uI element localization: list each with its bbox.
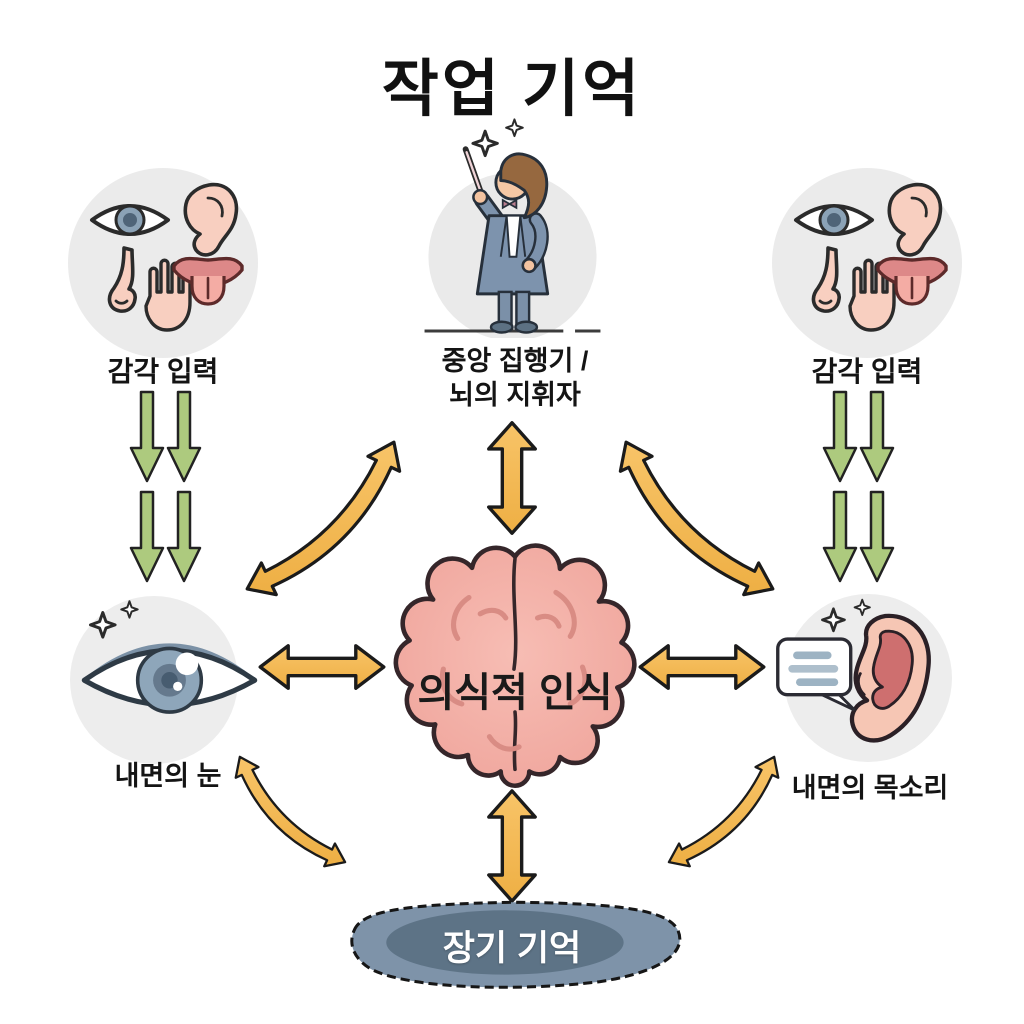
conductor-icon [405,110,620,338]
inner-voice-icon [772,598,940,753]
ear-icon [887,182,943,257]
brain-icon [382,536,648,792]
arrow-inner-voice-brain [636,639,768,695]
tongue-icon [172,256,244,306]
eye-icon [794,204,874,236]
ear-big [849,613,931,743]
inner-voice-label: 내면의 목소리 [791,773,949,803]
speech-bubble-icon [776,637,856,712]
green-arrow-right-4 [858,490,896,584]
green-arrow-left-1 [128,390,166,484]
arrow-inner-voice-ltm [658,728,790,896]
green-arrow-right-2 [858,390,896,484]
sensory-input-right-node [772,168,962,358]
ear-icon [183,182,239,257]
sensory-input-left-label: 감각 입력 [107,356,219,387]
nose-icon [107,246,137,313]
conscious-awareness-label: 의식적 인식 [417,671,613,715]
long-term-memory-node [336,896,688,992]
arrow-inner-eye-brain [256,639,388,695]
page-title: 작업 기억 [381,55,643,124]
inner-eye-label: 내면의 눈 [114,761,222,791]
sensory-input-left-node [68,168,258,358]
nose-icon [811,246,841,313]
green-arrow-left-4 [165,490,203,584]
central-executive-label-line2: 뇌의 지휘자 [449,380,581,410]
green-arrow-left-2 [165,390,203,484]
green-arrow-right-1 [821,390,859,484]
tongue-icon [876,256,948,306]
green-arrow-right-3 [821,490,859,584]
long-term-memory-label: 장기 기억 [442,929,582,968]
arrow-brain-ltm [481,788,543,904]
senses-icons [90,182,244,332]
inner-eye-icon [72,598,267,742]
central-executive-label: 중앙 집행기 / 뇌의 지휘자 [362,344,668,412]
eye-icon [90,204,170,236]
green-arrow-left-3 [128,490,166,584]
sensory-input-right-label: 감각 입력 [811,356,923,387]
arrow-executive-brain [481,417,543,539]
central-executive-label-line1: 중앙 집행기 / [441,346,589,376]
senses-icons [794,182,948,332]
